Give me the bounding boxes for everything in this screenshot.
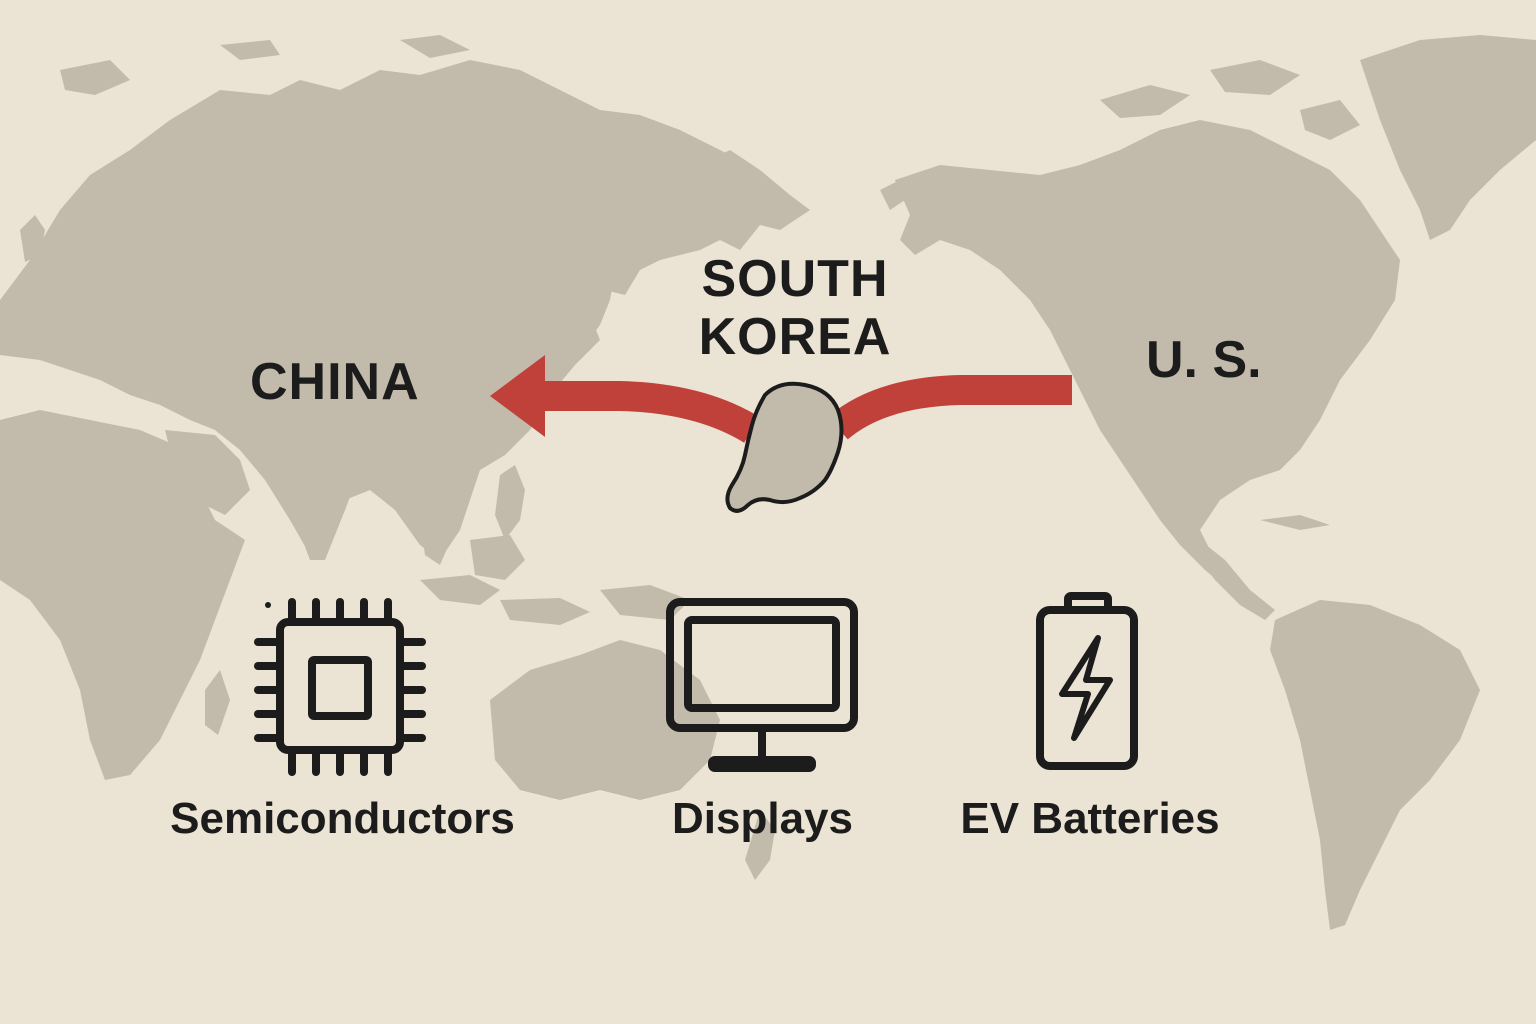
landmass-india xyxy=(280,445,360,560)
landmass-arabia xyxy=(165,430,250,515)
label-south-korea-line2: KOREA xyxy=(698,308,892,366)
landmass-south-america xyxy=(1270,600,1480,930)
landmass-canada-arctic-2 xyxy=(1210,60,1300,95)
landmass-borneo xyxy=(470,535,525,580)
chip-icon xyxy=(254,598,426,776)
landmass-indonesia-2 xyxy=(500,598,590,625)
landmass-new-zealand xyxy=(745,810,775,880)
landmass-central-america xyxy=(1200,540,1275,620)
caption-displays: Displays xyxy=(672,794,853,843)
landmass-canada-arctic-1 xyxy=(1100,85,1190,118)
arrowhead xyxy=(490,355,545,437)
landmass-indonesia-1 xyxy=(420,575,500,605)
trade-flow-arrow xyxy=(490,355,1072,443)
landmass-philippines xyxy=(495,465,525,540)
arrow-segment-us xyxy=(828,375,1072,440)
landmass-arctic-left-3 xyxy=(400,35,470,58)
landmass-kamchatka xyxy=(700,150,760,215)
landmass-japan xyxy=(570,255,615,345)
landmass-africa xyxy=(0,410,245,780)
battery-icon xyxy=(1036,592,1138,770)
south-korea-outline xyxy=(725,381,844,513)
label-south-korea: SOUTH KOREA xyxy=(690,250,900,366)
landmass-arctic-left-2 xyxy=(220,40,280,60)
landmass-australia xyxy=(490,640,720,800)
landmass-greenland xyxy=(1360,35,1536,240)
landmass-madagascar xyxy=(205,670,230,735)
caption-ev-batteries: EV Batteries xyxy=(960,794,1220,843)
landmass-britain xyxy=(20,215,45,262)
label-china: CHINA xyxy=(250,353,420,411)
landmass-canada-arctic-3 xyxy=(1300,100,1360,140)
landmass-arctic-left-1 xyxy=(60,60,130,95)
landmasses xyxy=(0,35,1536,930)
landmass-alaska xyxy=(880,180,905,210)
landmass-se-asia xyxy=(400,465,465,565)
monitor-icon xyxy=(666,598,858,772)
landmass-north-america xyxy=(895,120,1400,600)
caption-semiconductors: Semiconductors xyxy=(170,794,515,843)
landmass-eurasia xyxy=(0,60,810,560)
landmass-scandinavia xyxy=(70,165,150,265)
label-south-korea-line1: SOUTH xyxy=(701,250,889,308)
label-us: U. S. xyxy=(1146,331,1262,389)
landmass-cuba xyxy=(1260,515,1330,530)
arrow-segment-china xyxy=(540,381,760,443)
